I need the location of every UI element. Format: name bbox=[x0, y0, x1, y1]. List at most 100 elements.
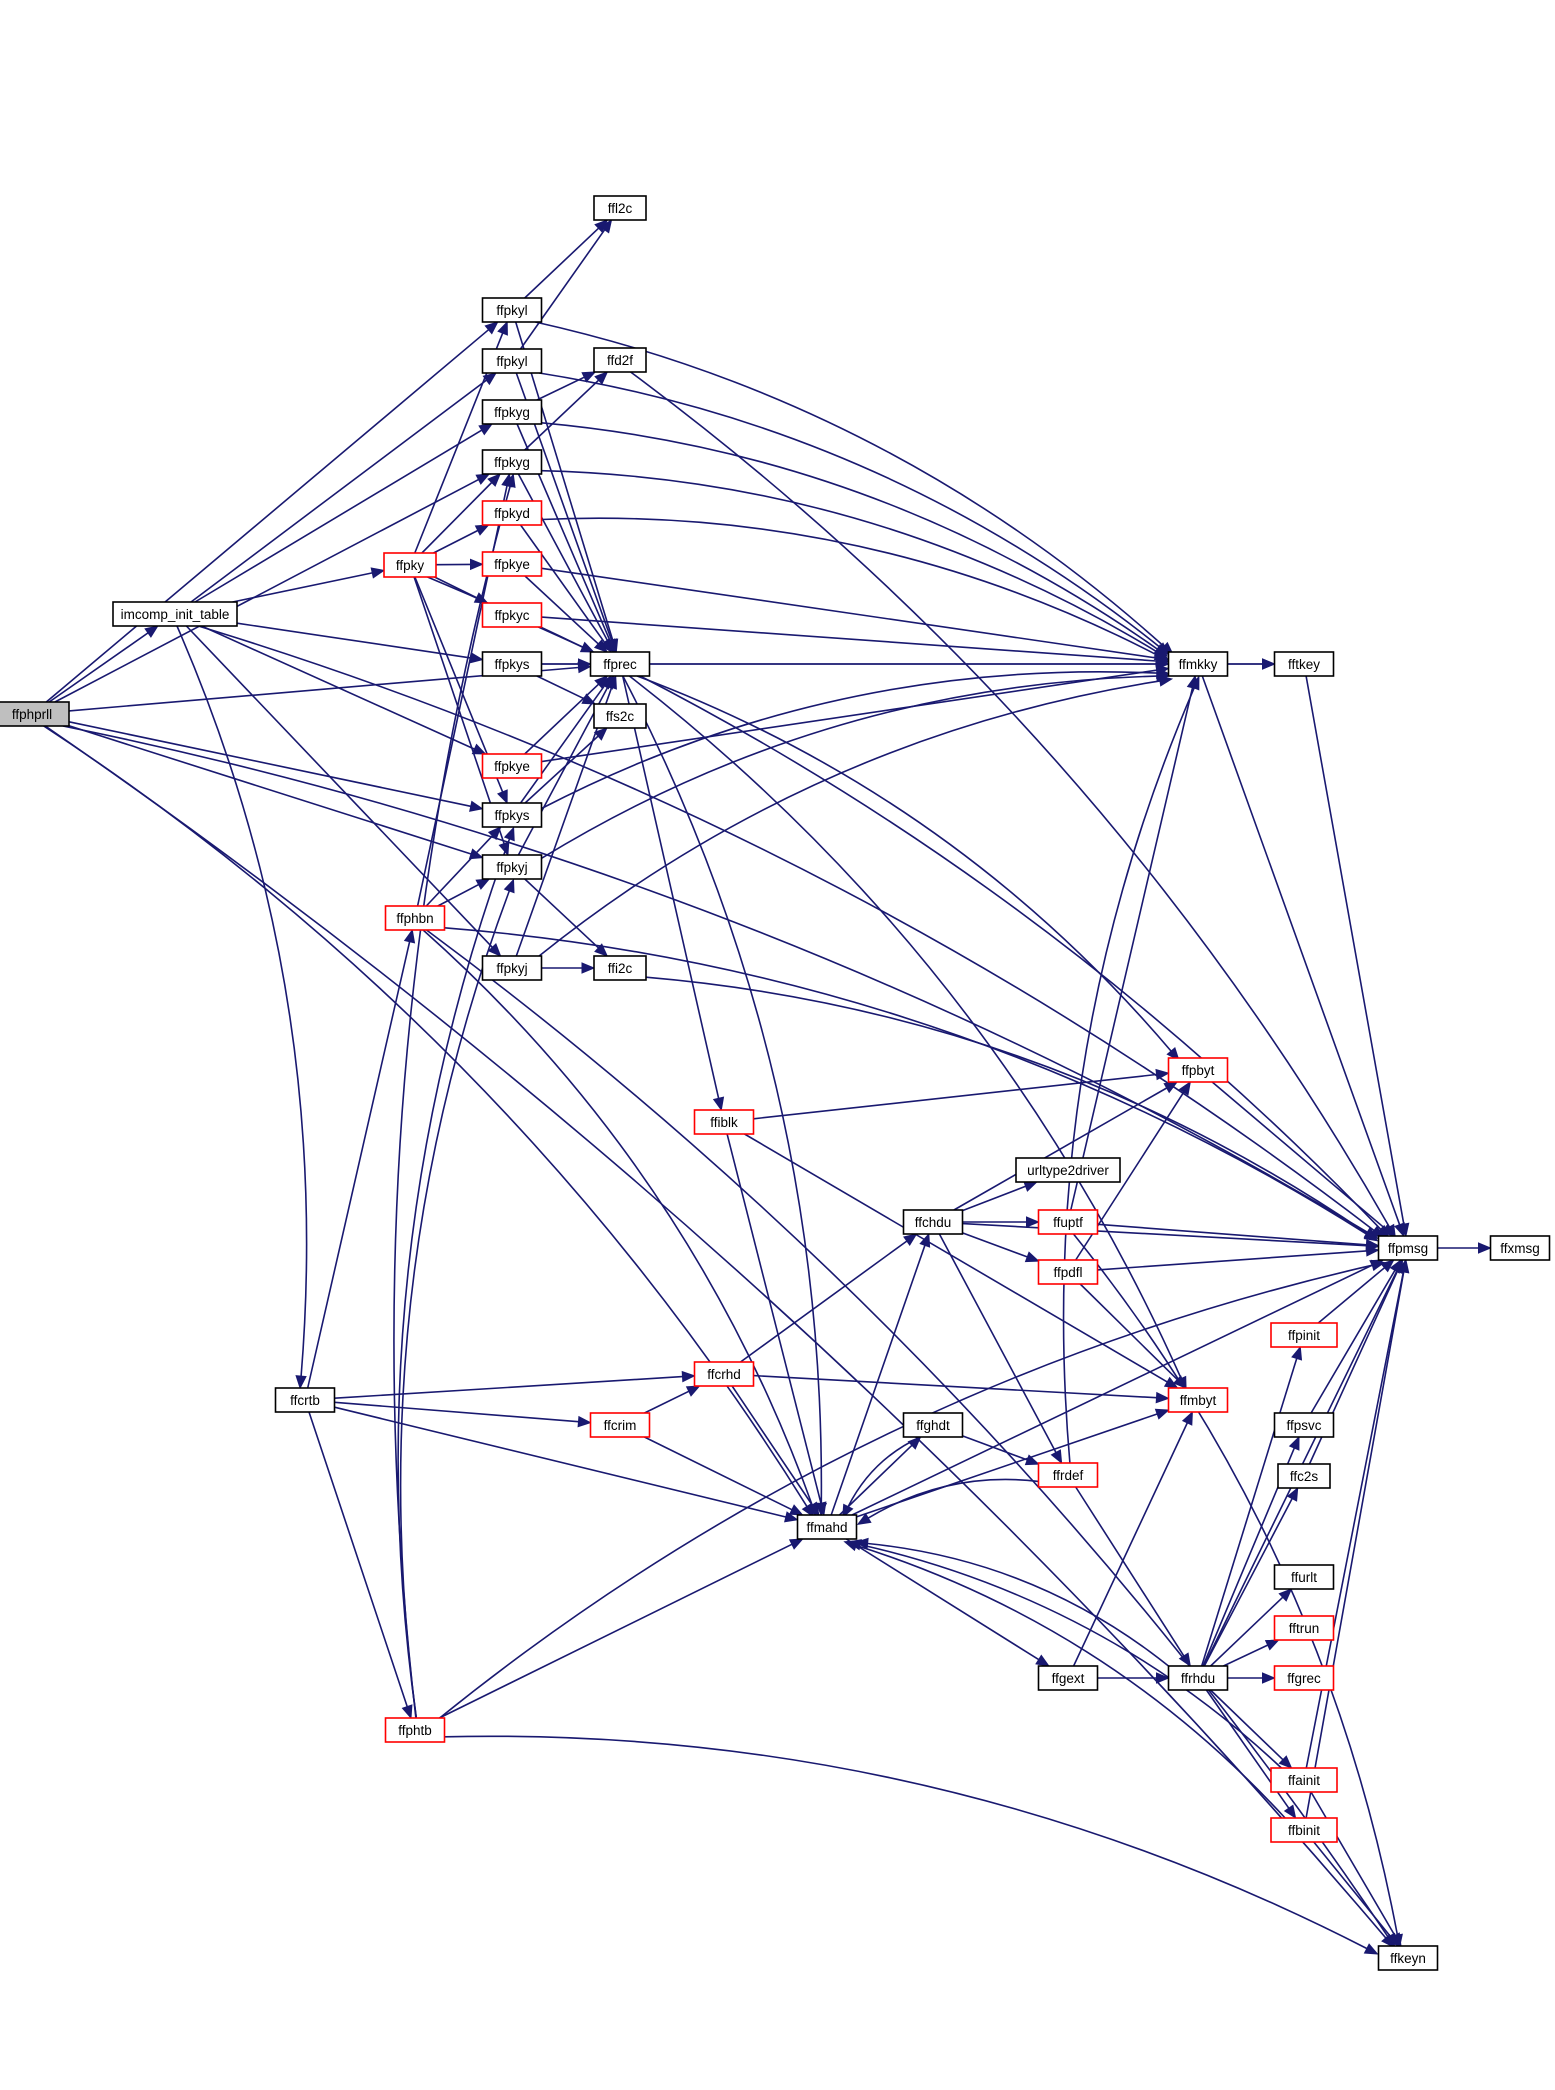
node-ffpkyl_1[interactable]: ffpkyl bbox=[481, 297, 543, 323]
node-box-ffc2s[interactable] bbox=[1277, 1463, 1331, 1489]
node-box-ffpkys_2[interactable] bbox=[481, 802, 543, 828]
node-ffpkyc[interactable]: ffpkyc bbox=[481, 602, 543, 628]
node-box-ffghdt[interactable] bbox=[902, 1412, 964, 1438]
node-ffcrim[interactable]: ffcrim bbox=[589, 1412, 651, 1438]
node-box-ffchdu[interactable] bbox=[902, 1209, 964, 1235]
node-urltype2driver[interactable]: urltype2driver bbox=[1015, 1157, 1121, 1183]
node-box-ffpbyt[interactable] bbox=[1167, 1057, 1229, 1083]
node-box-ffpmsg[interactable] bbox=[1377, 1235, 1439, 1261]
node-box-ffd2f[interactable] bbox=[593, 347, 647, 373]
node-box-ffl2c[interactable] bbox=[593, 195, 647, 221]
node-box-ffxmsg[interactable] bbox=[1489, 1235, 1551, 1261]
node-ffmahd[interactable]: ffmahd bbox=[796, 1514, 858, 1540]
node-ffcrtb[interactable]: ffcrtb bbox=[274, 1387, 336, 1413]
node-imcomp_init_table[interactable]: imcomp_init_table bbox=[112, 601, 238, 627]
node-box-ffcrtb[interactable] bbox=[274, 1387, 336, 1413]
node-ffxmsg[interactable]: ffxmsg bbox=[1489, 1235, 1551, 1261]
node-box-ffpdfl[interactable] bbox=[1037, 1259, 1099, 1285]
node-box-ffpkyl_1[interactable] bbox=[481, 297, 543, 323]
node-fftrun[interactable]: fftrun bbox=[1273, 1615, 1335, 1641]
node-box-ffpkyj_1[interactable] bbox=[481, 854, 543, 880]
node-ffcrhd[interactable]: ffcrhd bbox=[693, 1361, 755, 1387]
node-ffgrec[interactable]: ffgrec bbox=[1273, 1665, 1335, 1691]
node-ffpkyg_2[interactable]: ffpkyg bbox=[481, 449, 543, 475]
node-ffpkys_1[interactable]: ffpkys bbox=[481, 651, 543, 677]
node-box-ffi2c[interactable] bbox=[593, 955, 647, 981]
node-ffrdef[interactable]: ffrdef bbox=[1037, 1462, 1099, 1488]
node-box-ffpinit[interactable] bbox=[1270, 1322, 1338, 1348]
node-ffpky[interactable]: ffpky bbox=[383, 552, 437, 578]
node-box-ffpky[interactable] bbox=[383, 552, 437, 578]
node-ffd2f[interactable]: ffd2f bbox=[593, 347, 647, 373]
node-ffpkyl_2[interactable]: ffpkyl bbox=[481, 348, 543, 374]
node-ffprec[interactable]: ffprec bbox=[589, 651, 651, 677]
node-box-ffphtb[interactable] bbox=[384, 1717, 446, 1743]
node-box-ffpkyl_2[interactable] bbox=[481, 348, 543, 374]
node-ffgext[interactable]: ffgext bbox=[1037, 1665, 1099, 1691]
node-ffbinit[interactable]: ffbinit bbox=[1270, 1817, 1338, 1843]
node-ffc2s[interactable]: ffc2s bbox=[1277, 1463, 1331, 1489]
node-box-ffmahd[interactable] bbox=[796, 1514, 858, 1540]
node-box-ffpkye_2[interactable] bbox=[481, 753, 543, 779]
node-ffmkky[interactable]: ffmkky bbox=[1167, 651, 1229, 677]
node-ffghdt[interactable]: ffghdt bbox=[902, 1412, 964, 1438]
node-box-ffainit[interactable] bbox=[1270, 1767, 1338, 1793]
node-box-ffkeyn[interactable] bbox=[1377, 1945, 1439, 1971]
node-ffuptf[interactable]: ffuptf bbox=[1037, 1209, 1099, 1235]
node-box-imcomp_init_table[interactable] bbox=[112, 601, 238, 627]
node-ffmbyt[interactable]: ffmbyt bbox=[1167, 1387, 1229, 1413]
node-box-ffs2c[interactable] bbox=[593, 703, 647, 729]
node-ffpsvc[interactable]: ffpsvc bbox=[1273, 1412, 1335, 1438]
node-ffpkys_2[interactable]: ffpkys bbox=[481, 802, 543, 828]
node-box-ffrhdu[interactable] bbox=[1167, 1665, 1229, 1691]
node-ffpmsg[interactable]: ffpmsg bbox=[1377, 1235, 1439, 1261]
node-ffpinit[interactable]: ffpinit bbox=[1270, 1322, 1338, 1348]
node-box-ffphbn[interactable] bbox=[384, 905, 446, 931]
node-ffl2c[interactable]: ffl2c bbox=[593, 195, 647, 221]
node-box-fftrun[interactable] bbox=[1273, 1615, 1335, 1641]
node-box-urltype2driver[interactable] bbox=[1015, 1157, 1121, 1183]
node-box-fftkey[interactable] bbox=[1273, 651, 1335, 677]
node-box-ffmbyt[interactable] bbox=[1167, 1387, 1229, 1413]
node-box-ffbinit[interactable] bbox=[1270, 1817, 1338, 1843]
node-box-ffpsvc[interactable] bbox=[1273, 1412, 1335, 1438]
node-box-ffurlt[interactable] bbox=[1273, 1564, 1335, 1590]
node-ffiblk[interactable]: ffiblk bbox=[693, 1109, 755, 1135]
node-box-ffphprll[interactable] bbox=[0, 701, 70, 727]
node-box-ffiblk[interactable] bbox=[693, 1109, 755, 1135]
node-ffchdu[interactable]: ffchdu bbox=[902, 1209, 964, 1235]
node-ffphprll[interactable]: ffphprll bbox=[0, 701, 70, 727]
node-box-ffmkky[interactable] bbox=[1167, 651, 1229, 677]
node-ffpkyd[interactable]: ffpkyd bbox=[481, 500, 543, 526]
node-ffurlt[interactable]: ffurlt bbox=[1273, 1564, 1335, 1590]
node-ffpkyj_2[interactable]: ffpkyj bbox=[481, 955, 543, 981]
node-ffainit[interactable]: ffainit bbox=[1270, 1767, 1338, 1793]
node-box-ffcrim[interactable] bbox=[589, 1412, 651, 1438]
node-box-ffgext[interactable] bbox=[1037, 1665, 1099, 1691]
node-box-ffpkyc[interactable] bbox=[481, 602, 543, 628]
node-box-ffpkyj_2[interactable] bbox=[481, 955, 543, 981]
node-ffi2c[interactable]: ffi2c bbox=[593, 955, 647, 981]
node-box-ffuptf[interactable] bbox=[1037, 1209, 1099, 1235]
node-ffpkyj_1[interactable]: ffpkyj bbox=[481, 854, 543, 880]
node-box-ffcrhd[interactable] bbox=[693, 1361, 755, 1387]
node-box-ffpkyg_1[interactable] bbox=[481, 399, 543, 425]
node-box-ffpkye_1[interactable] bbox=[481, 551, 543, 577]
node-box-ffrdef[interactable] bbox=[1037, 1462, 1099, 1488]
node-ffrhdu[interactable]: ffrhdu bbox=[1167, 1665, 1229, 1691]
node-ffpbyt[interactable]: ffpbyt bbox=[1167, 1057, 1229, 1083]
node-ffpkyg_1[interactable]: ffpkyg bbox=[481, 399, 543, 425]
node-box-ffgrec[interactable] bbox=[1273, 1665, 1335, 1691]
node-box-ffpkyg_2[interactable] bbox=[481, 449, 543, 475]
node-box-ffpkyd[interactable] bbox=[481, 500, 543, 526]
node-ffkeyn[interactable]: ffkeyn bbox=[1377, 1945, 1439, 1971]
node-ffphbn[interactable]: ffphbn bbox=[384, 905, 446, 931]
node-ffpkye_2[interactable]: ffpkye bbox=[481, 753, 543, 779]
node-box-ffpkys_1[interactable] bbox=[481, 651, 543, 677]
node-ffpkye_1[interactable]: ffpkye bbox=[481, 551, 543, 577]
node-ffs2c[interactable]: ffs2c bbox=[593, 703, 647, 729]
node-ffpdfl[interactable]: ffpdfl bbox=[1037, 1259, 1099, 1285]
node-box-ffprec[interactable] bbox=[589, 651, 651, 677]
node-fftkey[interactable]: fftkey bbox=[1273, 651, 1335, 677]
node-ffphtb[interactable]: ffphtb bbox=[384, 1717, 446, 1743]
